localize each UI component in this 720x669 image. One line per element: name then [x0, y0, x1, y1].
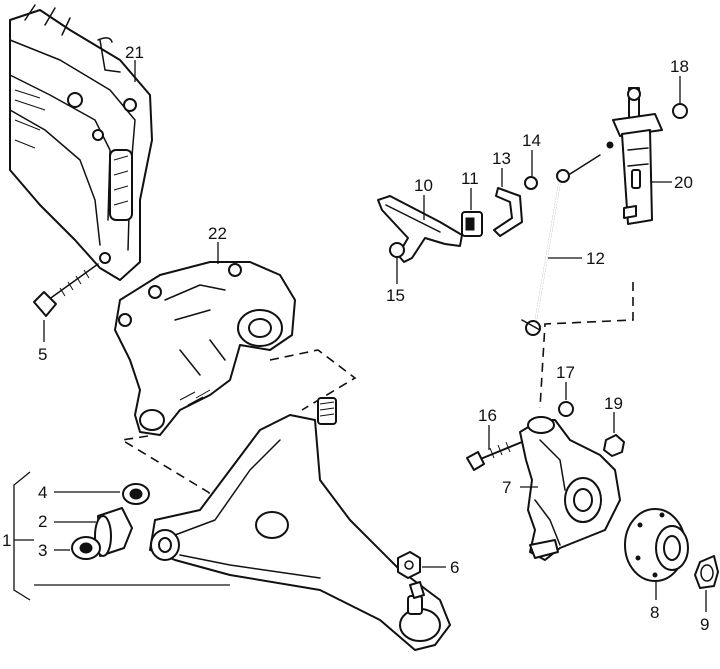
bushing-part-2 [94, 507, 133, 557]
callout-1: 1 [2, 531, 11, 550]
bolt-part-16 [466, 441, 523, 471]
stabilizer-bar-part-10 [377, 195, 463, 263]
clamp-part-13 [493, 187, 523, 237]
callout-15: 15 [386, 286, 405, 305]
callout-4: 4 [38, 483, 47, 502]
callout-22: 22 [208, 224, 227, 243]
nut-part-19 [603, 434, 625, 457]
callout-5: 5 [38, 345, 47, 364]
nut-part-14 [524, 176, 538, 190]
callout-20: 20 [674, 173, 693, 192]
leader-lines [13, 60, 707, 612]
callout-18: 18 [670, 57, 689, 76]
callout-2: 2 [38, 512, 47, 531]
hub-nut-part-9 [694, 555, 719, 589]
callout-17: 17 [556, 363, 575, 382]
nut-part-18 [672, 103, 688, 119]
strut-part-20 [606, 87, 663, 225]
callout-8: 8 [650, 603, 659, 622]
wheel-hub-part-8 [624, 508, 689, 582]
callout-7: 7 [502, 478, 511, 497]
callout-9: 9 [700, 615, 709, 634]
coupling-rod-part-12 [521, 154, 601, 336]
callout-21: 21 [125, 43, 144, 62]
callout-14: 14 [522, 131, 541, 150]
callout-labels: 1 2 3 4 5 6 7 8 9 10 11 12 13 14 15 16 1… [2, 43, 709, 634]
control-arm [149, 397, 451, 651]
bush-part-15 [389, 242, 405, 258]
callout-3: 3 [38, 541, 47, 560]
callout-13: 13 [492, 149, 511, 168]
bracket-part-22 [114, 261, 296, 436]
washer-part-4 [122, 483, 150, 505]
nut-part-17 [558, 401, 574, 417]
callout-10: 10 [414, 176, 433, 195]
washer-part-3 [71, 536, 101, 560]
subframe-part-21 [9, 4, 153, 281]
nut-part-6 [397, 551, 421, 579]
callout-19: 19 [604, 394, 623, 413]
callout-12: 12 [586, 249, 605, 268]
bolt-part-5 [33, 263, 99, 317]
callout-11: 11 [461, 169, 479, 188]
callout-6: 6 [450, 558, 459, 577]
callout-16: 16 [478, 406, 497, 425]
knuckle-part-7 [519, 416, 621, 561]
mount-part-11 [461, 211, 483, 237]
